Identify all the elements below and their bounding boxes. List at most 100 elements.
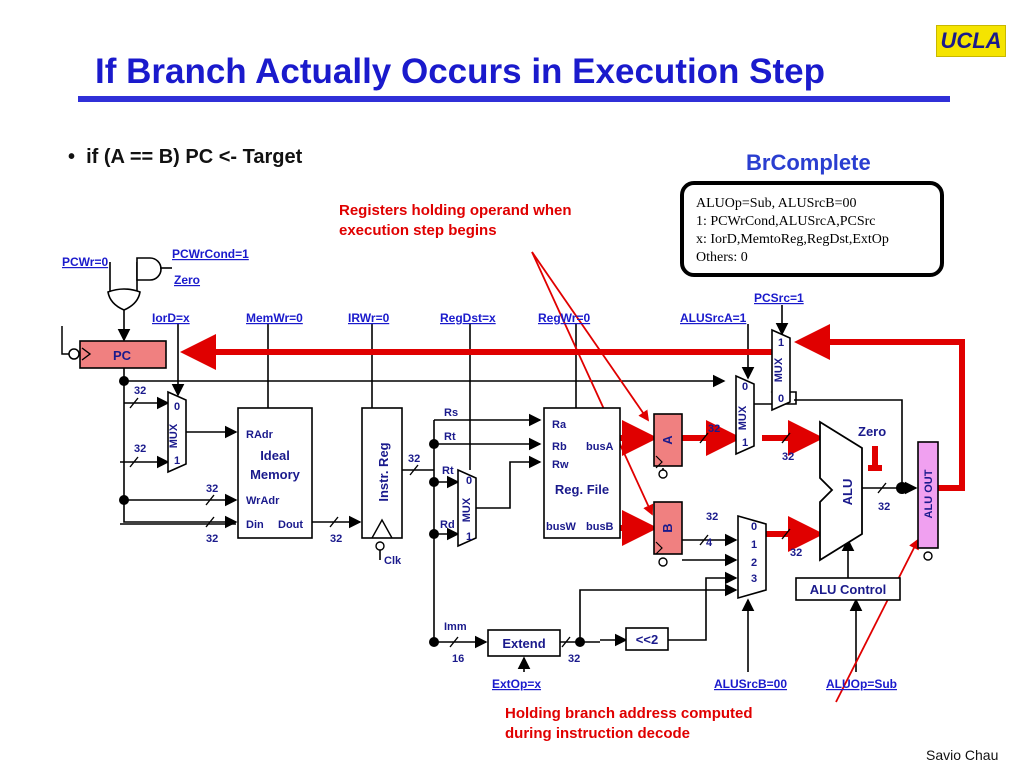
svg-text:ExtOp=x: ExtOp=x	[492, 677, 541, 691]
svg-text:ALUOp=Sub: ALUOp=Sub	[826, 677, 897, 691]
pc-register	[79, 340, 167, 369]
state-line: x: IorD,MemtoReg,RegDst,ExtOp	[696, 232, 889, 247]
svg-text:busB: busB	[586, 521, 614, 533]
svg-text:32: 32	[134, 443, 146, 455]
svg-text:Extend: Extend	[502, 636, 545, 651]
svg-text:32: 32	[206, 483, 218, 495]
svg-text:MUX: MUX	[773, 357, 785, 382]
regdst-mux	[457, 468, 477, 548]
ucla-logo: UCLA	[936, 25, 1006, 57]
svg-text:0: 0	[751, 521, 757, 533]
svg-text:ALU OUT: ALU OUT	[923, 469, 935, 518]
svg-text:1: 1	[742, 437, 748, 449]
junction-dots	[119, 376, 908, 647]
svg-text:ALU: ALU	[840, 479, 855, 506]
state-title: BrComplete	[746, 150, 871, 175]
bus-width-ticks	[129, 397, 887, 648]
bus-width-labels: 32 32 32 32 32 32 32 32 32 4 32 32 16 32	[134, 385, 890, 665]
annotation-pointers	[531, 251, 919, 703]
svg-text:B: B	[660, 523, 675, 532]
black-wires	[109, 262, 918, 672]
svg-text:Dout: Dout	[278, 519, 303, 531]
svg-text:<<2: <<2	[636, 632, 658, 647]
annotation-top: Registers holding operand when execution…	[339, 201, 572, 241]
annotation-line: Holding branch address computed	[505, 705, 753, 722]
svg-text:ALU Control: ALU Control	[810, 582, 887, 597]
red-branch-path	[180, 324, 965, 552]
svg-text:Rd: Rd	[440, 519, 455, 531]
author: Savio Chau	[926, 747, 999, 763]
state-line: 1: PCWrCond,ALUSrcA,PCSrc	[696, 214, 876, 229]
svg-text:32: 32	[782, 451, 794, 463]
pc-label: PC	[113, 348, 132, 363]
bullet-condition: • if (A == B) PC <- Target	[68, 146, 302, 169]
annotation-line: during instruction decode	[505, 725, 691, 742]
svg-text:Din: Din	[246, 519, 264, 531]
svg-text:4: 4	[706, 537, 713, 549]
svg-text:Rt: Rt	[444, 431, 456, 443]
pcsrc-mux	[771, 328, 791, 412]
state-line: Others: 0	[696, 250, 748, 265]
register-a	[653, 413, 683, 467]
svg-text:32: 32	[706, 511, 718, 523]
svg-text:Memory: Memory	[250, 467, 301, 482]
svg-text:A: A	[660, 435, 675, 445]
svg-text:Imm: Imm	[444, 621, 467, 633]
field-labels: Rs Rt Rt Rd Imm	[440, 407, 467, 633]
svg-text:1: 1	[751, 539, 757, 551]
svg-text:32: 32	[790, 547, 802, 559]
iord-mux	[167, 390, 187, 474]
svg-text:32: 32	[206, 533, 218, 545]
svg-text:Rw: Rw	[552, 459, 569, 471]
svg-text:Instr. Reg: Instr. Reg	[376, 442, 391, 501]
svg-text:PCWrCond=1: PCWrCond=1	[172, 247, 249, 261]
title-underline	[78, 96, 950, 102]
svg-text:busW: busW	[546, 521, 577, 533]
sign-extend	[487, 629, 561, 657]
svg-text:1: 1	[466, 531, 472, 543]
bullet-dot-icon: •	[68, 146, 87, 168]
svg-text:busA: busA	[586, 441, 614, 453]
svg-text:16: 16	[452, 653, 464, 665]
svg-text:0: 0	[174, 401, 180, 413]
svg-text:0: 0	[742, 381, 748, 393]
bullet-text: if (A == B) PC <- Target	[86, 146, 303, 168]
svg-text:Reg. File: Reg. File	[555, 482, 609, 497]
svg-text:RegWr=0: RegWr=0	[538, 311, 590, 325]
svg-text:0: 0	[778, 393, 784, 405]
state-line: ALUOp=Sub, ALUSrcB=00	[696, 196, 857, 211]
annotation-bottom: Holding branch address computed during i…	[505, 704, 753, 744]
svg-text:MUX: MUX	[461, 497, 473, 522]
svg-text:MUX: MUX	[168, 423, 180, 448]
svg-text:RAdr: RAdr	[246, 429, 274, 441]
shift-left-2	[625, 627, 669, 651]
svg-text:ALUSrcB=00: ALUSrcB=00	[714, 677, 787, 691]
pcwr-or-gate	[107, 288, 141, 311]
alu-control	[795, 577, 901, 601]
pcwrcond-and-gate	[136, 257, 162, 281]
svg-text:IorD=x: IorD=x	[152, 311, 190, 325]
svg-text:Ideal: Ideal	[260, 448, 290, 463]
svg-text:32: 32	[134, 385, 146, 397]
alu-out-register	[917, 441, 939, 549]
svg-text:2: 2	[751, 557, 757, 569]
annotation-line: execution step begins	[339, 222, 497, 239]
ideal-memory	[237, 407, 313, 539]
annotation-line: Registers holding operand when	[339, 202, 572, 219]
svg-text:PCSrc=1: PCSrc=1	[754, 291, 804, 305]
svg-text:Zero: Zero	[174, 273, 200, 287]
svg-text:MemWr=0: MemWr=0	[246, 311, 303, 325]
svg-text:1: 1	[174, 455, 180, 467]
svg-text:WrAdr: WrAdr	[246, 495, 280, 507]
svg-text:32: 32	[878, 501, 890, 513]
svg-text:Zero: Zero	[858, 424, 886, 439]
instruction-register	[361, 407, 403, 539]
svg-text:Rt: Rt	[442, 465, 454, 477]
svg-text:Clk: Clk	[384, 555, 402, 567]
svg-text:0: 0	[466, 475, 472, 487]
state-box: ALUOp=Sub, ALUSrcB=00 1: PCWrCond,ALUSrc…	[680, 181, 944, 277]
svg-text:MUX: MUX	[737, 405, 749, 430]
alusrca-mux	[735, 374, 755, 456]
